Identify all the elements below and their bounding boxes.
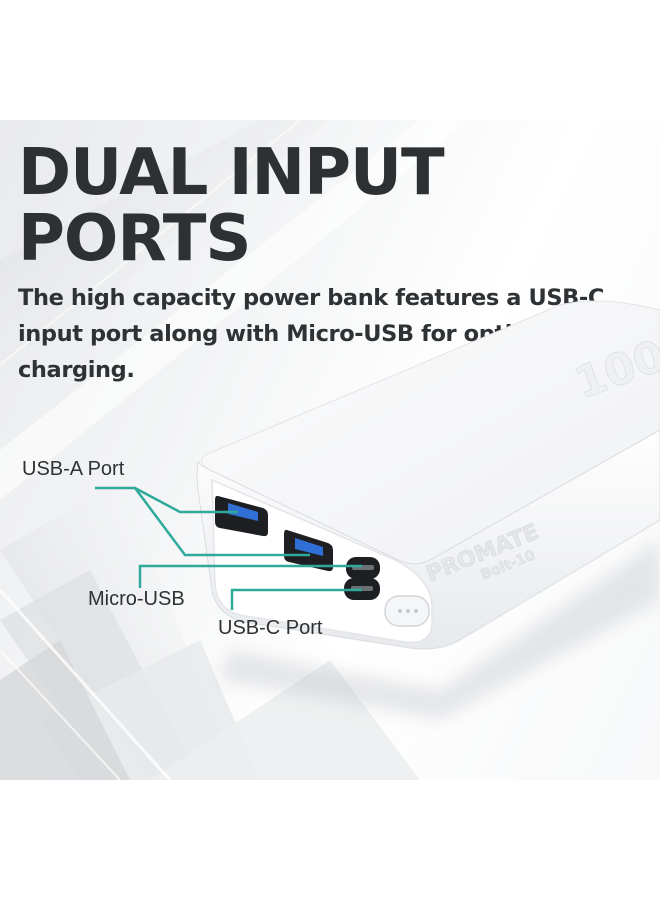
micro-usb-label: Micro-USB — [88, 588, 185, 610]
page-title: DUAL INPUT PORTS — [18, 140, 618, 272]
feature-description: The high capacity power bank features a … — [18, 285, 604, 383]
usb-a-port-1-icon — [215, 495, 268, 537]
usb-a-port-2-icon — [284, 529, 333, 572]
micro-usb-callout-line — [138, 564, 362, 588]
power-button-icon — [384, 595, 430, 627]
device-shadow — [220, 540, 660, 720]
usb-a-callout-line-2 — [133, 487, 310, 557]
callout-lines — [95, 486, 362, 610]
title-line-2: PORTS — [18, 202, 251, 276]
micro-usb-port-icon — [346, 557, 380, 579]
usb-a-callout-line-1 — [95, 486, 238, 514]
usb-c-callout-line — [230, 588, 362, 610]
title-line-1: DUAL INPUT — [18, 136, 445, 210]
usb-a-port-label: USB-A Port — [22, 458, 125, 480]
usb-c-port-label: USB-C Port — [218, 617, 323, 639]
